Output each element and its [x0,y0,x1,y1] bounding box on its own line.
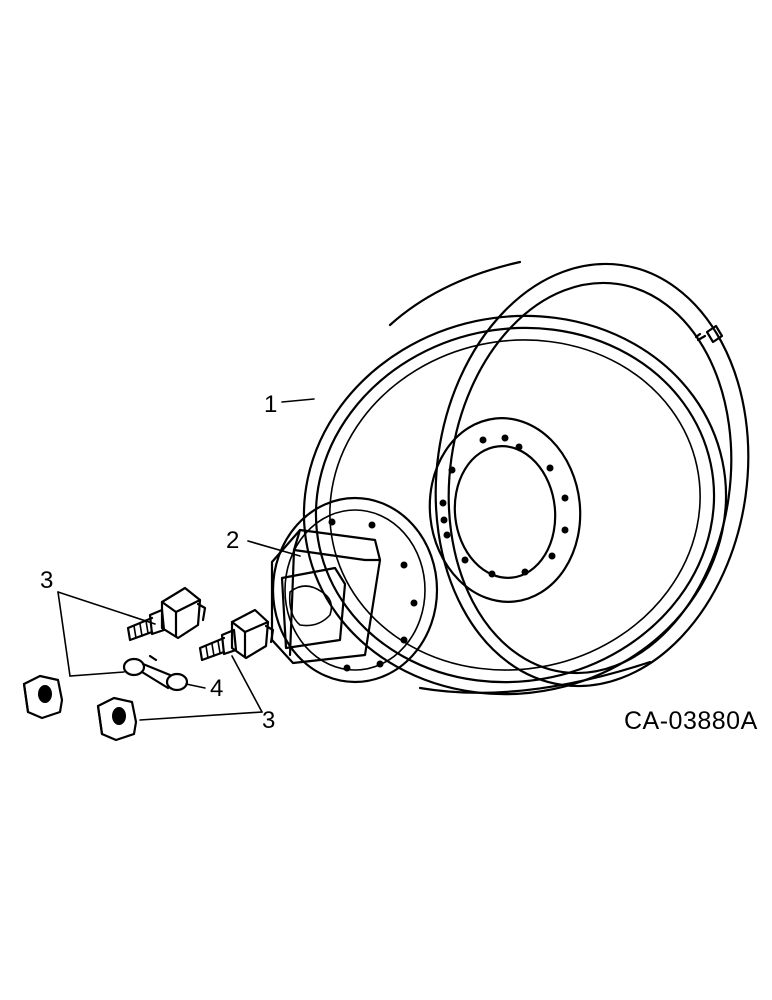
callout-3-upper: 3 [40,567,53,594]
wheel-assembly [302,260,750,696]
lower-nut [96,696,138,742]
leader-lines [57,398,315,721]
rim-bolt [694,324,724,344]
link-washer [122,654,189,692]
left-nut [22,674,64,720]
hub-adapter [270,496,439,684]
hub-bolt-holes [328,518,418,672]
upper-stud-bolt [126,586,207,642]
callout-3-lower: 3 [262,707,275,734]
callout-1: 1 [264,391,277,418]
callout-4: 4 [210,675,223,702]
wheel-bolt-holes [439,434,569,578]
figure-code: CA-03880A [624,707,758,735]
callout-2: 2 [226,527,239,554]
lower-stud-bolt [198,608,275,662]
